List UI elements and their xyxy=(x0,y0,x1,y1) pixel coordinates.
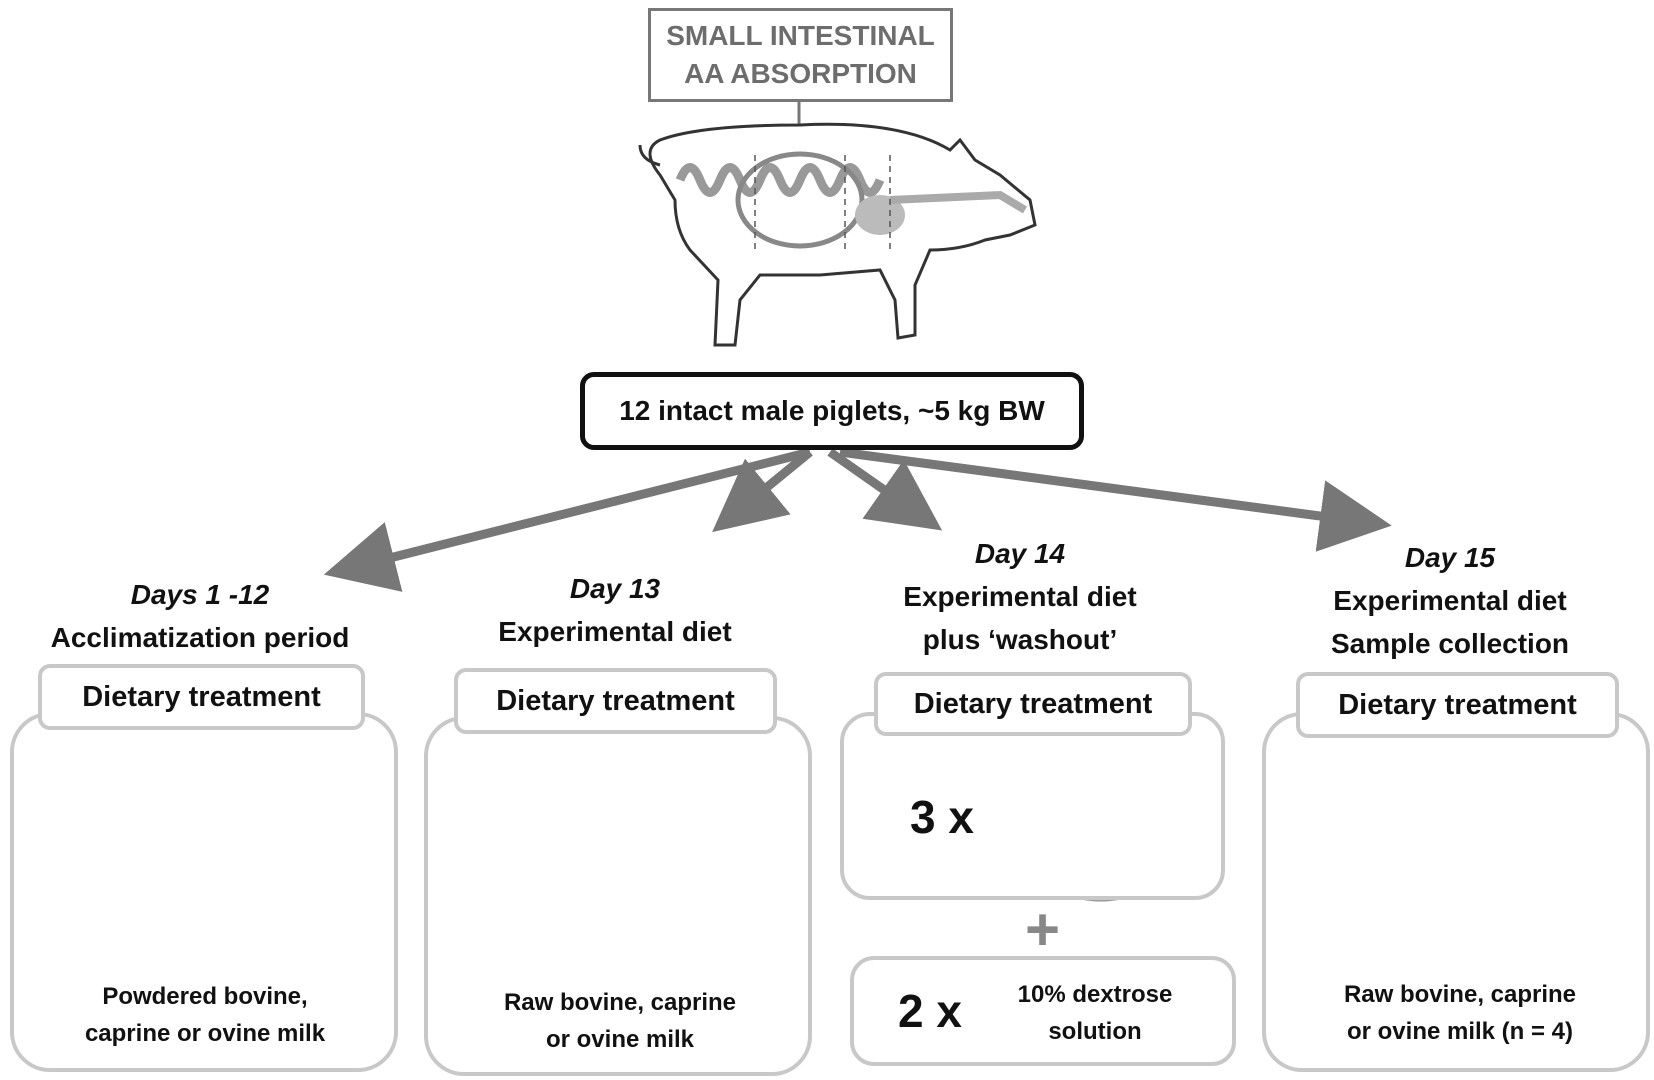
phase-1-panel xyxy=(10,712,398,1072)
subjects-box: 12 intact male piglets, ~5 kg BW xyxy=(580,372,1084,450)
phase-1-tab-label: Dietary treatment xyxy=(82,680,321,713)
phase-2-tab: Dietary treatment xyxy=(454,668,777,734)
arrow-day-14 xyxy=(827,448,943,531)
washout-line1: 10% dextrose xyxy=(1017,981,1173,1008)
phase-1-caption-line1: Powdered bovine, xyxy=(102,983,308,1010)
branch-arrows xyxy=(323,447,1392,592)
phase-2-panel xyxy=(424,716,812,1076)
phase-4-day: Day 15 xyxy=(1404,542,1496,573)
phase-3-heading: Day 14 Experimental diet plus ‘washout’ xyxy=(830,532,1210,661)
washout-multiplier: 2 x xyxy=(898,985,962,1037)
phase-4-caption-line1: Raw bovine, caprine xyxy=(1343,981,1577,1008)
phase-4-caption: Raw bovine, caprine or ovine milk (n = 4… xyxy=(1280,976,1640,1050)
phase-3-day: Day 14 xyxy=(974,538,1066,569)
phase-4-line1: Experimental diet xyxy=(1333,585,1567,616)
subjects-label: 12 intact male piglets, ~5 kg BW xyxy=(619,395,1045,426)
phase-1-heading: Days 1 -12 Acclimatization period xyxy=(20,573,380,659)
washout-caption: 10% dextrose solution xyxy=(990,976,1200,1050)
phase-2-caption: Raw bovine, caprine or ovine milk xyxy=(440,984,800,1058)
title-box: SMALL INTESTINAL AA ABSORPTION xyxy=(648,8,953,102)
arrow-day-13 xyxy=(712,448,813,533)
phase-3-tab-label: Dietary treatment xyxy=(913,687,1153,720)
phase-4-heading: Day 15 Experimental diet Sample collecti… xyxy=(1260,536,1640,665)
phase-4-line2: Sample collection xyxy=(1330,628,1570,659)
phase-3-line1: Experimental diet xyxy=(903,581,1137,612)
phase-3-panel xyxy=(840,712,1225,900)
washout-line2: solution xyxy=(1048,1018,1142,1045)
pig-digestive-tract-icon xyxy=(638,122,1037,347)
phase-3-line2: plus ‘washout’ xyxy=(922,624,1118,655)
phase-2-line1: Experimental diet xyxy=(498,616,732,647)
phase-4-caption-line2: or ovine milk (n = 4) xyxy=(1346,1018,1574,1045)
phase-4-tab-label: Dietary treatment xyxy=(1338,688,1577,721)
phase-4-panel xyxy=(1262,712,1650,1072)
phase-2-heading: Day 13 Experimental diet xyxy=(430,567,800,653)
phase-4-tab: Dietary treatment xyxy=(1296,672,1619,738)
phase-2-tab-label: Dietary treatment xyxy=(496,684,735,717)
phase-1-tab: Dietary treatment xyxy=(38,664,365,730)
title-line-1: SMALL INTESTINAL xyxy=(666,20,935,51)
phase-3-multiplier: 3 x xyxy=(910,791,974,843)
phase-1-caption: Powdered bovine, caprine or ovine milk xyxy=(30,978,380,1052)
phase-2-day: Day 13 xyxy=(569,573,661,604)
phase-2-caption-line1: Raw bovine, caprine xyxy=(503,989,737,1016)
phase-2-caption-line2: or ovine milk xyxy=(545,1026,695,1053)
arrow-day-15 xyxy=(839,447,1392,552)
title-line-2: AA ABSORPTION xyxy=(684,58,917,89)
washout-panel xyxy=(850,956,1236,1066)
phase-1-caption-line2: caprine or ovine milk xyxy=(84,1020,326,1047)
phase-1-day: Days 1 -12 xyxy=(130,579,270,610)
plus-sign: + xyxy=(1025,896,1061,963)
phase-3-tab: Dietary treatment xyxy=(874,672,1192,736)
phase-1-line1: Acclimatization period xyxy=(50,622,350,653)
